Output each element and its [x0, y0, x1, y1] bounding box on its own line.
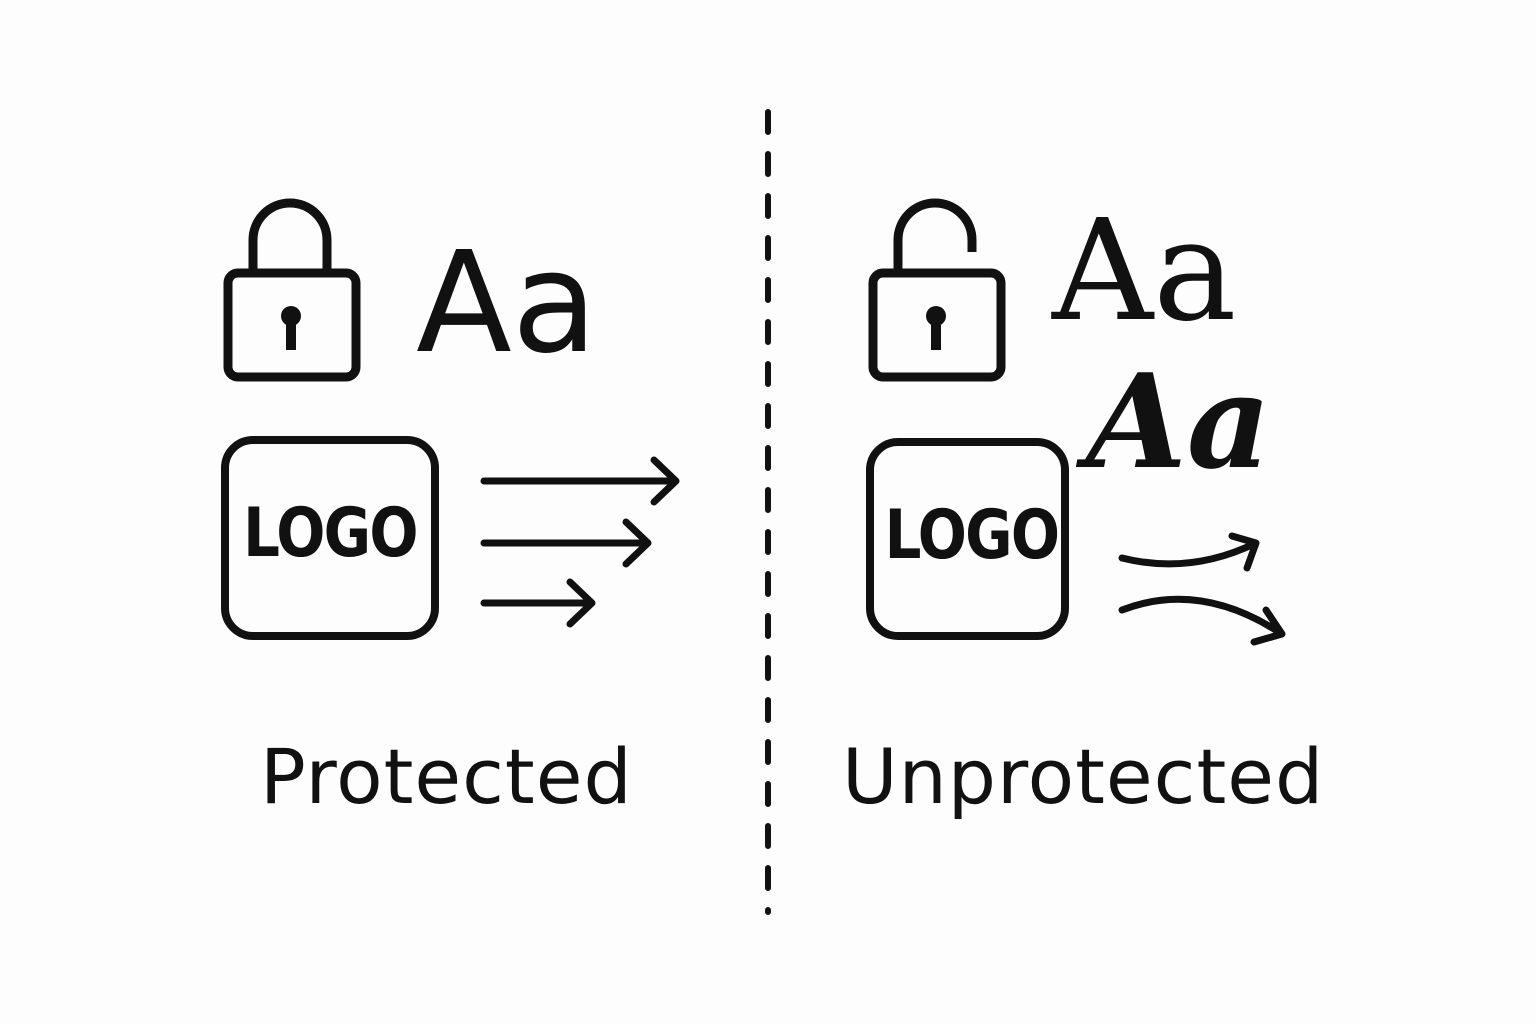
protected-label: Protected [260, 732, 633, 821]
logo-text-left: LOGO [243, 494, 418, 573]
lock-closed-icon [223, 198, 361, 382]
straight-arrows-icon [480, 456, 680, 628]
typography-sample-unprotected-2: Aa [1086, 345, 1272, 498]
logo-box-left [221, 436, 439, 640]
logo-text-right: LOGO [884, 496, 1060, 575]
typography-sample-unprotected-1: Aa [1052, 190, 1237, 353]
logo-box-right [866, 438, 1069, 640]
typography-sample-protected: Aa [416, 222, 598, 385]
lock-open-icon [868, 198, 1006, 382]
unprotected-label: Unprotected [842, 732, 1325, 821]
curved-arrows-icon [1118, 532, 1286, 646]
